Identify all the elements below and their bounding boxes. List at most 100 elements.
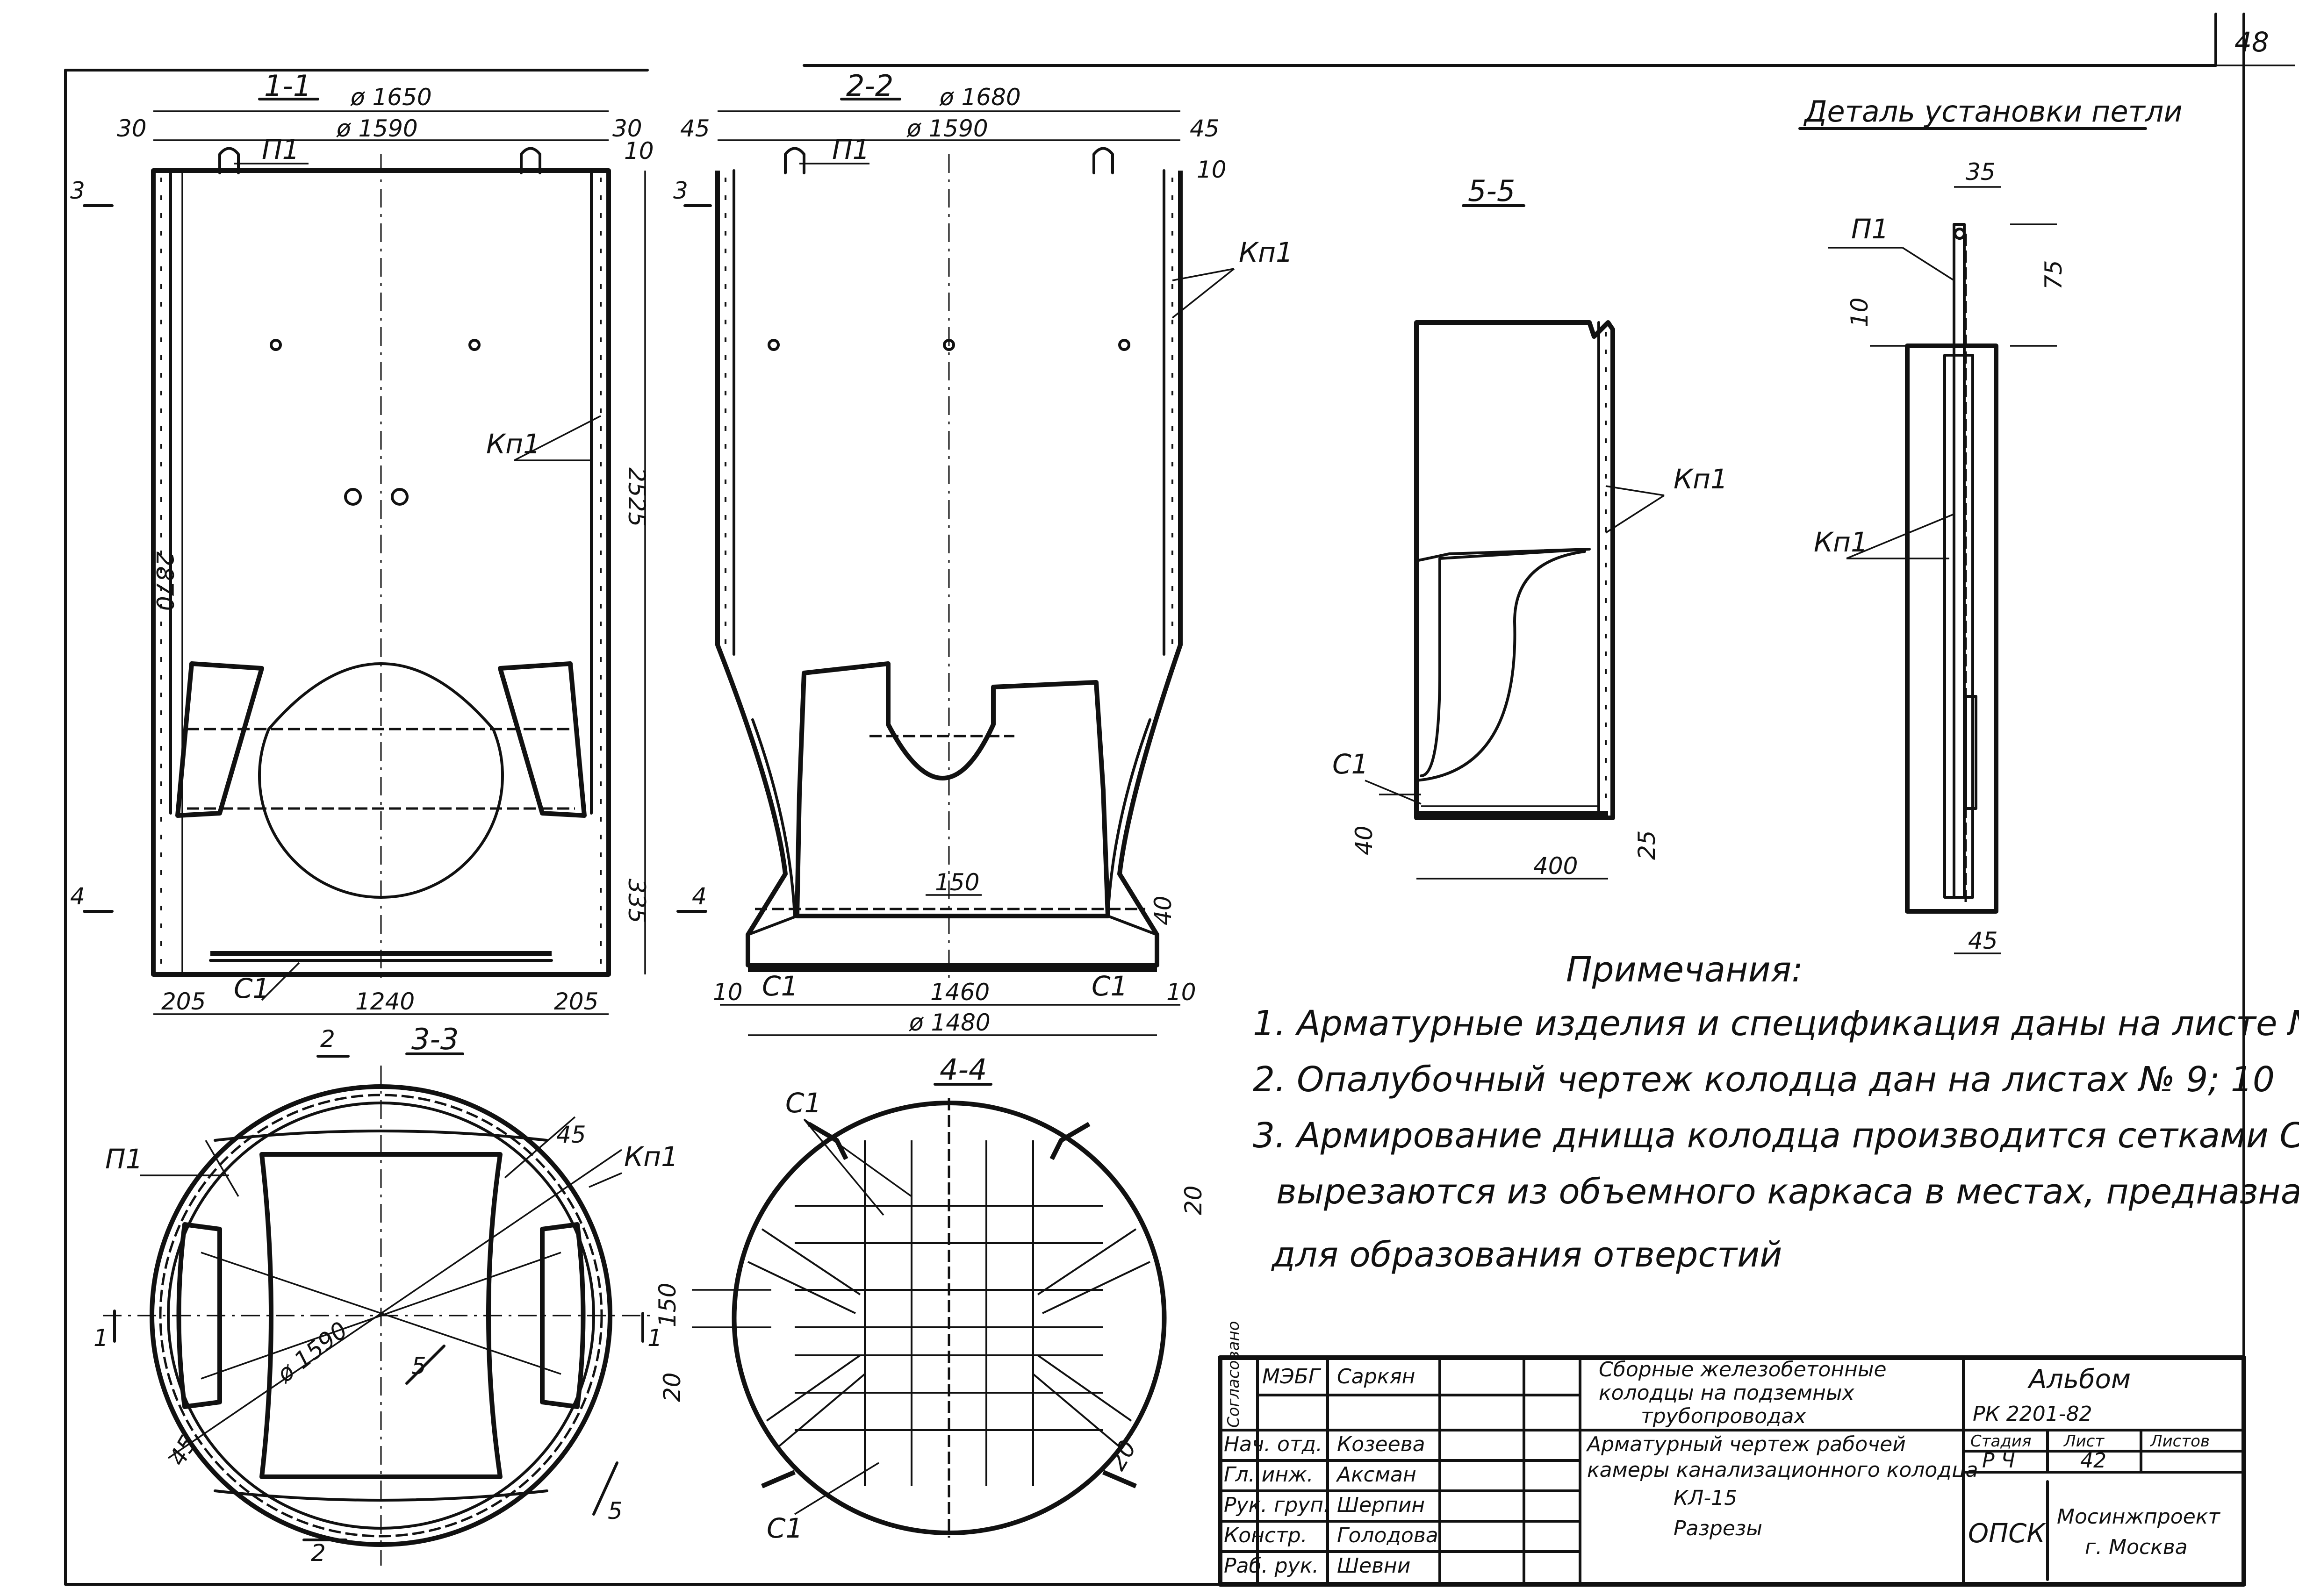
section-5-5: 5-5 Кп1 С1 40 400 25	[1332, 174, 1728, 880]
tb-name-5: Шевни	[1337, 1554, 1410, 1578]
tb-drawing-title-1: камеры канализационного колодца	[1587, 1458, 1978, 1482]
dim-30-left: 30	[117, 115, 147, 142]
label-p1-detail: П1	[1851, 213, 1889, 245]
tb-name-4: Голодова	[1337, 1524, 1438, 1547]
title-block: Согласовано МЭБГ Саркян Нач. отд. Козеев…	[1218, 1321, 2246, 1587]
dim-d1590-s22: ø 1590	[906, 115, 988, 142]
note-1: 1. Арматурные изделия и спецификация дан…	[1253, 1003, 2299, 1044]
dim-25-s55: 25	[1633, 830, 1660, 860]
tb-h-stage: Стадия	[1970, 1432, 2031, 1451]
detail-title: Деталь установки петли	[1803, 94, 2183, 129]
mark-1-left: 1	[93, 1324, 108, 1352]
tb-project-title-2: трубопроводах	[1641, 1404, 1807, 1428]
label-c1-s11: С1	[234, 973, 270, 1004]
notes-heading: Примечания:	[1566, 950, 1803, 990]
note-3-cont-1: вырезаются из объемного каркаса в местах…	[1276, 1172, 2299, 1212]
dim-35-detail: 35	[1966, 158, 1996, 186]
dim-2870: 2870	[151, 551, 178, 611]
mark-2-bot: 2	[311, 1539, 326, 1567]
label-p1-s11: П1	[262, 134, 300, 165]
dim-30-right: 30	[612, 115, 642, 142]
section-4-4-title: 4-4	[940, 1052, 987, 1087]
tb-drawing-title-3: Разрезы	[1674, 1517, 1762, 1540]
dim-20-b: 20	[1180, 1185, 1207, 1215]
dim-75-detail: 75	[2040, 260, 2067, 290]
dim-45-left: 45	[680, 115, 710, 142]
dim-20-a: 20	[659, 1372, 686, 1402]
mark-2-top: 2	[320, 1025, 335, 1052]
dim-45-right: 45	[1190, 115, 1220, 142]
dim-10-left-s22: 10	[713, 979, 743, 1006]
section-2-2-title: 2-2	[846, 69, 893, 103]
tb-sheet: 42	[2080, 1449, 2106, 1473]
label-c1-left-s22: С1	[762, 970, 798, 1002]
tb-org-logo: ОПСК	[1968, 1518, 2046, 1549]
tb-role-1: Нач. отд.	[1224, 1432, 1322, 1456]
tb-h-sheet: Лист	[2063, 1432, 2105, 1451]
tb-name-2: Аксман	[1336, 1463, 1416, 1487]
note-3: 3. Армирование днища колодца производитс…	[1253, 1116, 2299, 1156]
dim-d1590-s11: ø 1590	[336, 115, 418, 142]
label-kp1-s11: Кп1	[486, 428, 540, 460]
dim-40-s55: 40	[1351, 825, 1378, 855]
dim-45-top-s33: 45	[556, 1121, 586, 1148]
tb-code-0: МЭБГ	[1262, 1365, 1322, 1388]
dim-20-c: 20	[1103, 1436, 1142, 1475]
tb-h-sheets: Листов	[2149, 1432, 2210, 1451]
loop-detail: Деталь установки петли П1 Кп1 35 75 10 4…	[1798, 94, 2183, 954]
label-c1-right-s22: С1	[1092, 970, 1128, 1002]
dim-1240: 1240	[355, 988, 415, 1015]
dim-40-s22: 40	[1150, 895, 1177, 925]
dim-400-s55: 400	[1533, 852, 1578, 880]
tb-role-0: Согласовано	[1224, 1321, 1243, 1428]
mark-3-s11: 3	[70, 177, 85, 204]
label-kp1-s33: Кп1	[624, 1141, 678, 1173]
dim-d1680: ø 1680	[939, 84, 1021, 111]
label-p1-s33: П1	[105, 1143, 143, 1175]
tb-name-1: Козеева	[1337, 1432, 1425, 1456]
label-kp1-s22: Кп1	[1239, 236, 1293, 268]
tb-role-2: Гл. инж.	[1224, 1463, 1314, 1487]
label-c1-top-s44: С1	[785, 1087, 821, 1119]
tb-role-4: Констр.	[1224, 1524, 1308, 1547]
mesh-c1	[747, 1140, 1150, 1486]
section-3-3-title: 3-3	[411, 1022, 459, 1056]
tb-drawing-title-2: КЛ-15	[1674, 1486, 1737, 1510]
section-1-1: 1-1 ø 1650 ø 1590 30 30 10 П1 28	[70, 69, 654, 1015]
dim-d1480: ø 1480	[909, 1009, 991, 1036]
label-kp1-s55: Кп1	[1674, 463, 1728, 495]
note-3-cont-2: для образования отверстий	[1271, 1235, 1782, 1275]
tb-project-title-1: колодцы на подземных	[1599, 1381, 1855, 1405]
dim-205-right: 205	[554, 988, 598, 1015]
tb-role-3: Рук. груп.	[1224, 1493, 1330, 1517]
dim-10-detail: 10	[1846, 297, 1873, 327]
mark-4-s22: 4	[692, 883, 707, 910]
mark-4-s11: 4	[70, 883, 85, 910]
dim-1460: 1460	[930, 979, 990, 1006]
tb-stage: Р Ч	[1982, 1449, 2015, 1473]
tb-name-3: Шерпин	[1337, 1493, 1425, 1517]
label-c1-bot-s44: С1	[767, 1512, 803, 1544]
tb-project-title-0: Сборные железобетонные	[1599, 1358, 1887, 1381]
dim-150-s22: 150	[935, 869, 979, 896]
tb-org-0: Мосинжпроект	[2057, 1505, 2220, 1529]
tb-album: Альбом	[2027, 1364, 2131, 1395]
mark-1-right: 1	[647, 1324, 662, 1352]
label-p1-s22: П1	[832, 134, 870, 165]
dim-10-top: 10	[624, 137, 654, 165]
notes: Примечания: 1. Арматурные изделия и спец…	[1253, 950, 2299, 1275]
section-3-3: 3-3 ø 1590 П1 Кп1 45 45 2 2 1 1 5 5	[93, 1022, 678, 1567]
dim-10-right-s22: 10	[1166, 979, 1196, 1006]
dim-205-left: 205	[161, 988, 206, 1015]
page-number: 48	[2234, 26, 2269, 58]
tb-role-5: Раб. рук.	[1224, 1554, 1319, 1578]
section-2-2: 2-2 ø 1680 ø 1590 45 45 10 П1 Кп1	[673, 69, 1293, 1036]
note-2: 2. Опалубочный чертеж колодца дан на лис…	[1253, 1059, 2275, 1100]
dim-45-detail: 45	[1968, 927, 1998, 954]
section-4-4: 4-4 С1 С1	[654, 1052, 1207, 1544]
mark-3-s22: 3	[673, 177, 688, 204]
dim-d1650: ø 1650	[350, 84, 432, 111]
label-c1-s55: С1	[1332, 748, 1368, 780]
tb-name-0: Саркян	[1337, 1365, 1415, 1388]
